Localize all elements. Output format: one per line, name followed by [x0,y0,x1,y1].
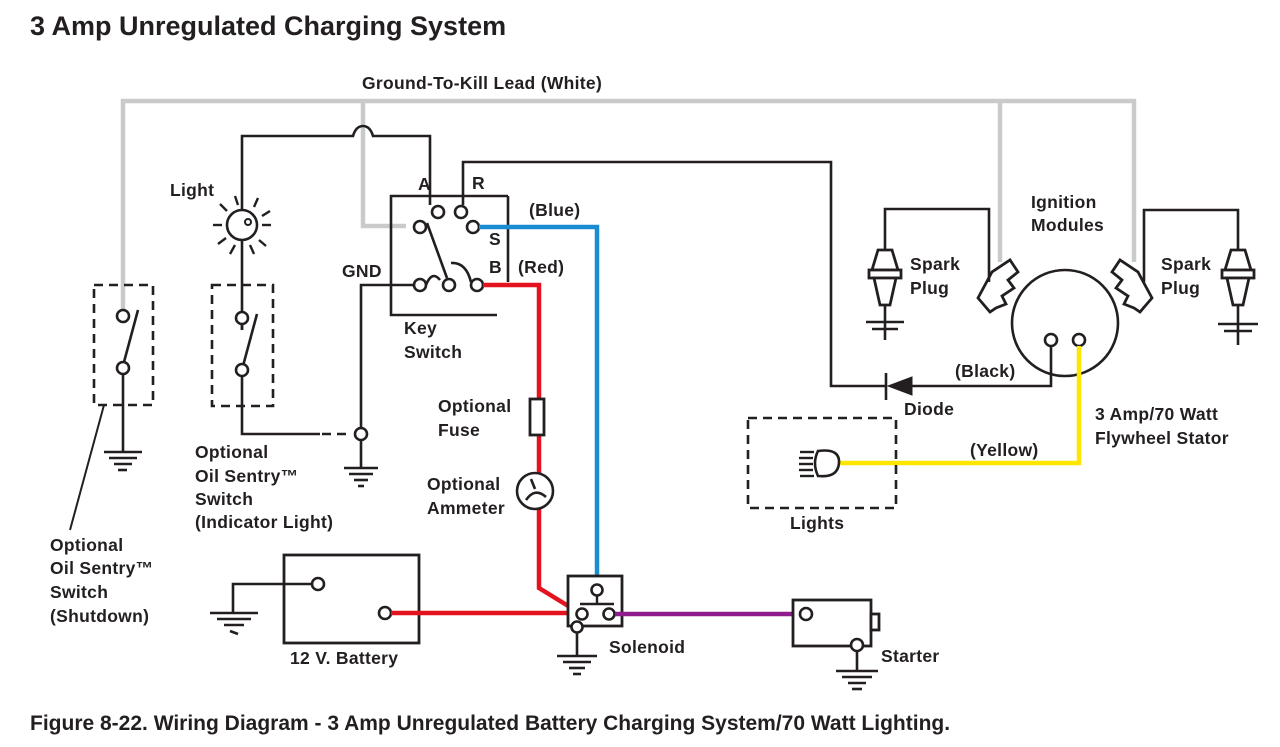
ground-to-kill-wire [120,98,1137,310]
svg-text:Spark: Spark [1161,254,1211,274]
svg-text:Fuse: Fuse [438,420,480,440]
svg-text:Optional: Optional [195,442,268,462]
red-label: (Red) [518,257,564,277]
svg-text:Key: Key [404,318,437,338]
spark-plug-icon [1142,208,1258,345]
svg-text:Switch: Switch [50,582,108,602]
svg-text:(Indicator Light): (Indicator Light) [195,512,333,532]
svg-text:Modules: Modules [1031,215,1104,235]
battery-label: 12 V. Battery [290,648,398,668]
oil-sentry-shutdown-switch [69,283,155,531]
battery-icon [210,553,421,645]
black-label: (Black) [955,361,1015,381]
lamp-icon [213,195,271,255]
key-switch-terminal-a: A [418,174,431,194]
svg-text:Plug: Plug [910,278,949,298]
svg-text:Oil Sentry™: Oil Sentry™ [195,466,298,486]
gnd-label: GND [342,261,382,281]
headlight-icon [799,449,841,478]
svg-text:Switch: Switch [404,342,462,362]
spark-plug-right-label: Spark Plug [1161,254,1211,298]
solenoid-label: Solenoid [609,637,685,657]
svg-text:Switch: Switch [195,489,253,509]
fuse-icon [528,397,546,437]
key-switch-terminal-r: R [472,173,485,193]
key-switch-terminal-s: S [489,229,501,249]
starter-label: Starter [881,646,940,666]
svg-text:Ammeter: Ammeter [427,498,505,518]
spark-plug-left-label: Spark Plug [910,254,960,298]
red-wire [483,282,580,614]
black-wire [890,346,1053,388]
key-switch-terminal-b: B [489,257,502,277]
diode-label: Diode [904,399,954,419]
page-title: 3 Amp Unregulated Charging System [30,11,506,41]
yellow-wire [838,346,1082,466]
svg-text:Spark: Spark [910,254,960,274]
gnd-wire [359,283,420,428]
stator-icon [1010,268,1120,378]
svg-text:(Shutdown): (Shutdown) [50,606,149,626]
starter-icon [791,598,881,691]
svg-text:3 Amp/70 Watt: 3 Amp/70 Watt [1095,404,1218,424]
charge-wire [461,160,887,388]
key-switch-label: Key Switch [404,318,462,362]
lights-group [746,416,898,510]
ignition-module-icon [976,258,1154,314]
ignition-modules-label: Ignition Modules [1031,192,1104,235]
ground-to-kill-label: Ground-To-Kill Lead (White) [362,73,602,93]
stator-label: 3 Amp/70 Watt Flywheel Stator [1095,404,1229,448]
solenoid-icon [557,574,624,676]
diode-icon [884,373,913,400]
yellow-label: (Yellow) [970,440,1039,460]
lights-label: Lights [790,513,844,533]
ammeter-label: Optional Ammeter [427,474,505,518]
oil-sentry-indicator-label: Optional Oil Sentry™ Switch (Indicator L… [195,442,333,532]
oil-sentry-indicator-switch [210,283,378,488]
ammeter-icon [515,471,555,511]
svg-text:Ignition: Ignition [1031,192,1097,212]
fuse-label: Optional Fuse [438,396,511,440]
key-switch-icon [389,194,510,317]
light-label: Light [170,180,214,200]
svg-text:Oil Sentry™: Oil Sentry™ [50,558,153,578]
oil-sentry-shutdown-label: Optional Oil Sentry™ Switch (Shutdown) [50,535,153,626]
svg-text:Flywheel Stator: Flywheel Stator [1095,428,1229,448]
light-feed-wire [240,124,432,330]
blue-wire [479,224,600,585]
spark-plug-icon [866,207,991,340]
svg-text:Optional: Optional [50,535,123,555]
svg-text:Optional: Optional [438,396,511,416]
svg-text:Plug: Plug [1161,278,1200,298]
figure-caption: Figure 8-22. Wiring Diagram - 3 Amp Unre… [30,712,950,735]
blue-label: (Blue) [529,200,580,220]
svg-text:Optional: Optional [427,474,500,494]
